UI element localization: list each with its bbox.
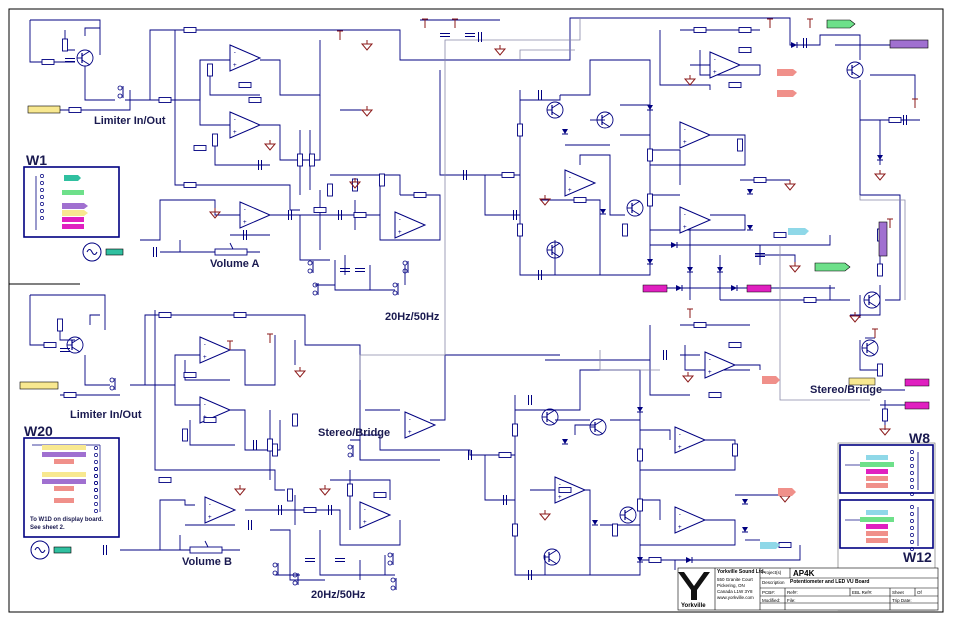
input-source-a-icon (82, 242, 102, 262)
volume-a-label: Volume A (210, 258, 260, 270)
board-description: Potentiometer and LED VU Board (790, 579, 870, 585)
yorkville-logo (678, 571, 713, 607)
volume-a-pot (214, 248, 248, 256)
sheet-field-label: Sheet (892, 590, 904, 595)
w12-label: W12 (903, 549, 932, 565)
filter-switch-b-label: 20Hz/50Hz (311, 589, 366, 601)
w12-connector-box (839, 499, 934, 551)
diodes (561, 41, 884, 564)
net-connectors (19, 19, 930, 554)
logo-text: Yorkville (681, 603, 706, 609)
date-field-label: Trip Date: (892, 598, 912, 603)
address-line-3: Canada L1W 3Y8 (717, 589, 753, 594)
resistors (41, 27, 902, 563)
sheet-of-label: Of (917, 590, 922, 595)
company-website: www.yorkville.com (717, 595, 754, 600)
limiter-switch-a-label: Limiter In/Out (94, 115, 166, 127)
project-name: AP4K (793, 569, 815, 578)
w20-note-line-2: See sheet 2. (30, 525, 65, 531)
transistors (66, 49, 881, 566)
w1-connector-box (23, 166, 120, 238)
project-field-label: Project(s) (762, 570, 782, 575)
input-source-b-icon (30, 540, 50, 560)
address-line-1: 550 Granite Court (717, 577, 753, 582)
capacitors (59, 31, 907, 581)
address-line-2: Pickering, ON (717, 583, 745, 588)
w8-label: W8 (909, 430, 930, 446)
pcb-field-label: PCB#: (762, 590, 776, 595)
modified-field-label: Modified: (762, 598, 781, 603)
stereo-bridge-center-label: Stereo/Bridge (318, 427, 391, 439)
company-name: Yorkville Sound Ltd. (717, 569, 765, 575)
filter-switch-a-label: 20Hz/50Hz (385, 311, 440, 323)
sheet-border (8, 8, 944, 613)
limiter-switch-b-label: Limiter In/Out (70, 409, 142, 421)
volume-b-label: Volume B (182, 556, 232, 568)
w20-label: W20 (24, 423, 53, 439)
ground-symbols (209, 39, 891, 521)
volume-b-pot (189, 546, 223, 554)
title-block (677, 567, 939, 611)
ebl-field-label: EBL Ref#: (852, 590, 873, 595)
w20-connector-box (23, 437, 120, 538)
file-field-label: File: (787, 598, 796, 603)
w8-connector-box (839, 444, 934, 496)
w1-label: W1 (26, 152, 47, 168)
w20-note-line-1: To W1D on display board. (30, 517, 104, 523)
description-field-label: Description (762, 580, 785, 585)
stereo-bridge-right-label: Stereo/Bridge (810, 384, 883, 396)
bridge-wiring (359, 18, 906, 401)
ref-field-label: Ref#: (787, 590, 798, 595)
